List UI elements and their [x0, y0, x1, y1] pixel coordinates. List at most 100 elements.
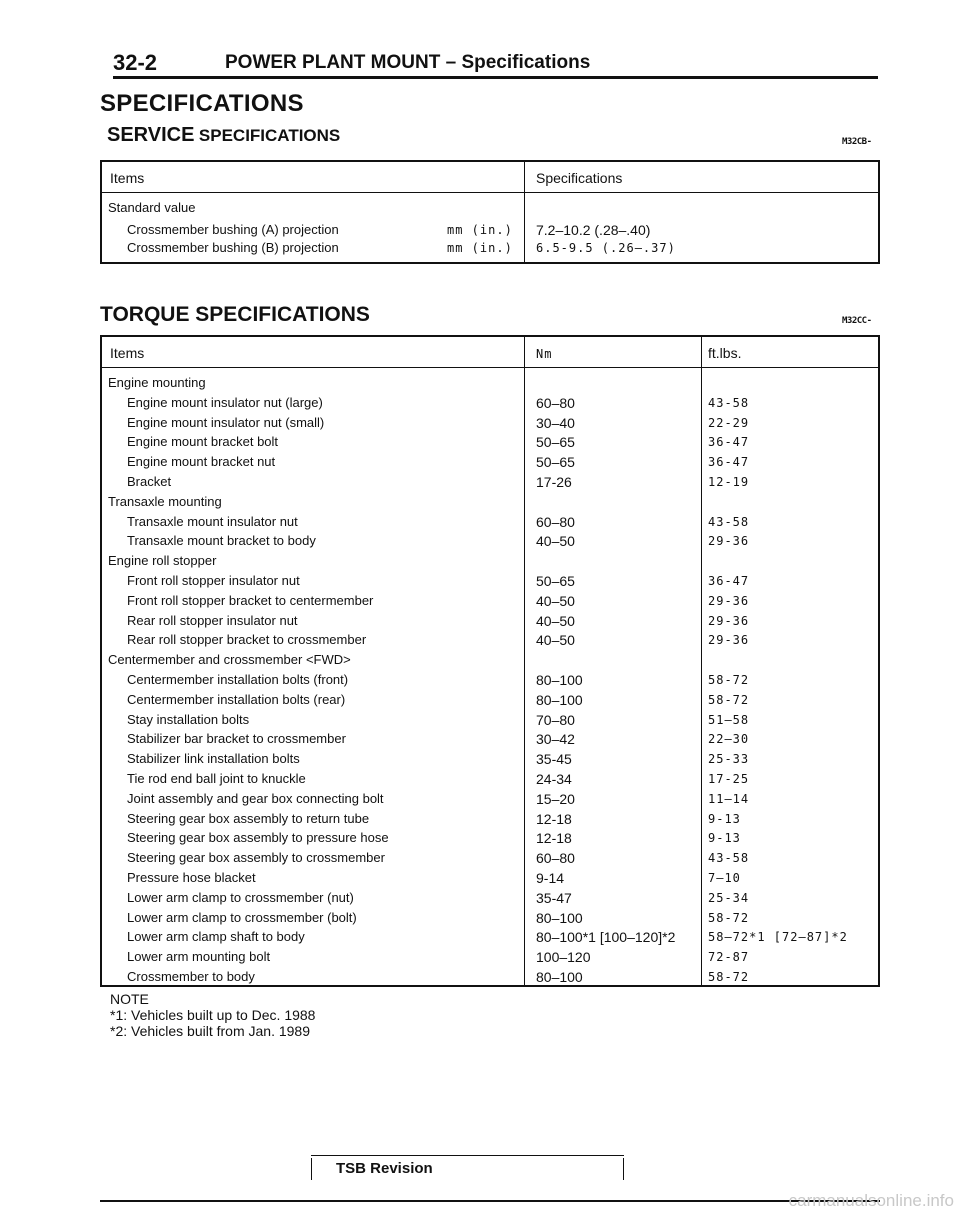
torque-row-nm: 80–100: [536, 692, 583, 708]
torque-row-item: Transaxle mount bracket to body: [127, 533, 316, 548]
torque-row-nm: 50–65: [536, 454, 575, 470]
torque-row-nm: 60–80: [536, 514, 575, 530]
torque-row-ftlbs: 9-13: [708, 831, 741, 845]
torque-col-items: Items: [110, 345, 145, 361]
service-row-value: 7.2–10.2 (.28–.40): [536, 222, 651, 238]
torque-row-item: Centermember installation bolts (front): [127, 672, 349, 687]
torque-row-item: Tie rod end ball joint to knuckle: [127, 771, 306, 786]
torque-row-nm: 17-26: [536, 474, 572, 490]
service-col-spec: Specifications: [536, 170, 623, 186]
torque-row-ftlbs: 36-47: [708, 435, 750, 449]
torque-row-item: Front roll stopper insulator nut: [127, 573, 300, 588]
torque-row-ftlbs: 29-36: [708, 633, 750, 647]
torque-row-ftlbs: 22-29: [708, 416, 750, 430]
service-row-item: Crossmember bushing (A) projection: [127, 222, 339, 237]
torque-row-item: Stabilizer bar bracket to crossmember: [127, 731, 346, 746]
torque-row-nm: 9-14: [536, 870, 565, 886]
torque-row-ftlbs: 22–30: [708, 732, 750, 746]
torque-row-ftlbs: 36-47: [708, 574, 750, 588]
torque-heading: TORQUE SPECIFICATIONS: [100, 303, 370, 326]
torque-row-item: Stay installation bolts: [127, 712, 250, 727]
torque-row-ftlbs: 29-36: [708, 594, 750, 608]
torque-row-item: Rear roll stopper insulator nut: [127, 613, 298, 628]
torque-row-nm: 80–100: [536, 969, 583, 985]
service-row-value: 6.5-9.5 (.26–.37): [536, 241, 676, 255]
torque-header-rule: [102, 367, 878, 368]
torque-row-ftlbs: 58-72: [708, 970, 750, 984]
torque-row-item: Centermember installation bolts (rear): [127, 692, 346, 707]
torque-row-item: Lower arm clamp shaft to body: [127, 929, 305, 944]
torque-row-ftlbs: 58-72: [708, 693, 750, 707]
service-row-unit: mm (in.): [447, 223, 513, 237]
torque-col-divider-nm: [524, 337, 525, 985]
torque-row-ftlbs: 36-47: [708, 455, 750, 469]
torque-section-code: M32CC-: [842, 316, 872, 326]
torque-row-nm: 40–50: [536, 613, 575, 629]
torque-row-ftlbs: 12-19: [708, 475, 750, 489]
service-header-rule: [102, 192, 878, 193]
torque-row-nm: 40–50: [536, 593, 575, 609]
torque-row-item: Front roll stopper bracket to centermemb…: [127, 593, 374, 608]
torque-group-label: Centermember and crossmember <FWD>: [108, 652, 351, 667]
torque-row-item: Engine mount insulator nut (large): [127, 395, 323, 410]
torque-row-nm: 80–100: [536, 910, 583, 926]
torque-row-item: Lower arm mounting bolt: [127, 949, 271, 964]
torque-row-nm: 40–50: [536, 632, 575, 648]
torque-row-nm: 40–50: [536, 533, 575, 549]
service-heading-small: SPECIFICATIONS: [198, 126, 341, 145]
torque-col-divider-ft: [701, 337, 702, 985]
torque-row-nm: 12-18: [536, 830, 572, 846]
torque-row-item: Steering gear box assembly to return tub…: [127, 811, 370, 826]
torque-row-item: Steering gear box assembly to crossmembe…: [127, 850, 385, 865]
torque-row-nm: 80–100*1 [100–120]*2: [536, 929, 676, 945]
main-heading: SPECIFICATIONS: [100, 90, 304, 117]
torque-group-label: Engine mounting: [108, 375, 206, 390]
torque-row-item: Transaxle mount insulator nut: [127, 514, 298, 529]
torque-row-nm: 50–65: [536, 434, 575, 450]
torque-row-item: Engine mount bracket nut: [127, 454, 276, 469]
torque-row-nm: 60–80: [536, 395, 575, 411]
torque-row-nm: 30–42: [536, 731, 575, 747]
torque-row-item: Lower arm clamp to crossmember (bolt): [127, 910, 357, 925]
service-group-label: Standard value: [108, 200, 196, 215]
torque-row-item: Engine mount insulator nut (small): [127, 415, 325, 430]
service-row-item: Crossmember bushing (B) projection: [127, 240, 339, 255]
tsb-revision-box: TSB Revision: [311, 1155, 624, 1183]
page-title: POWER PLANT MOUNT – Specifications: [225, 52, 591, 73]
torque-row-nm: 70–80: [536, 712, 575, 728]
note-line: *1: Vehicles built up to Dec. 1988: [110, 1007, 316, 1023]
service-section-code: M32CB-: [842, 137, 872, 147]
torque-row-nm: 60–80: [536, 850, 575, 866]
torque-row-item: Steering gear box assembly to pressure h…: [127, 830, 389, 845]
torque-row-ftlbs: 58-72: [708, 911, 750, 925]
note-block: NOTE *1: Vehicles built up to Dec. 1988 …: [110, 991, 315, 1039]
torque-group-label: Engine roll stopper: [108, 553, 217, 568]
torque-row-ftlbs: 58–72*1 [72–87]*2: [708, 930, 848, 944]
torque-row-nm: 80–100: [536, 672, 583, 688]
service-heading-big: SERVICE: [107, 124, 195, 146]
torque-row-item: Stabilizer link installation bolts: [127, 751, 300, 766]
torque-row-item: Joint assembly and gear box connecting b…: [127, 791, 384, 806]
note-line: *2: Vehicles built from Jan. 1989: [110, 1023, 311, 1039]
torque-row-nm: 35-45: [536, 751, 572, 767]
torque-row-item: Crossmember to body: [127, 969, 255, 984]
torque-row-ftlbs: 58-72: [708, 673, 750, 687]
service-col-divider: [524, 162, 525, 262]
torque-row-ftlbs: 72-87: [708, 950, 750, 964]
torque-row-item: Bracket: [127, 474, 172, 489]
page-number: 32-2: [113, 50, 158, 75]
torque-row-item: Rear roll stopper bracket to crossmember: [127, 632, 367, 647]
torque-row-nm: 35-47: [536, 890, 572, 906]
tsb-left-bar: [311, 1158, 312, 1180]
torque-col-ftlbs: ft.lbs.: [708, 345, 742, 361]
torque-row-ftlbs: 25-33: [708, 752, 750, 766]
torque-row-ftlbs: 43-58: [708, 515, 750, 529]
torque-row-ftlbs: 29-36: [708, 614, 750, 628]
torque-row-ftlbs: 11–14: [708, 792, 750, 806]
torque-row-nm: 24-34: [536, 771, 572, 787]
service-col-items: Items: [110, 170, 145, 186]
torque-row-item: Engine mount bracket bolt: [127, 434, 279, 449]
torque-row-nm: 30–40: [536, 415, 575, 431]
torque-row-nm: 12-18: [536, 811, 572, 827]
